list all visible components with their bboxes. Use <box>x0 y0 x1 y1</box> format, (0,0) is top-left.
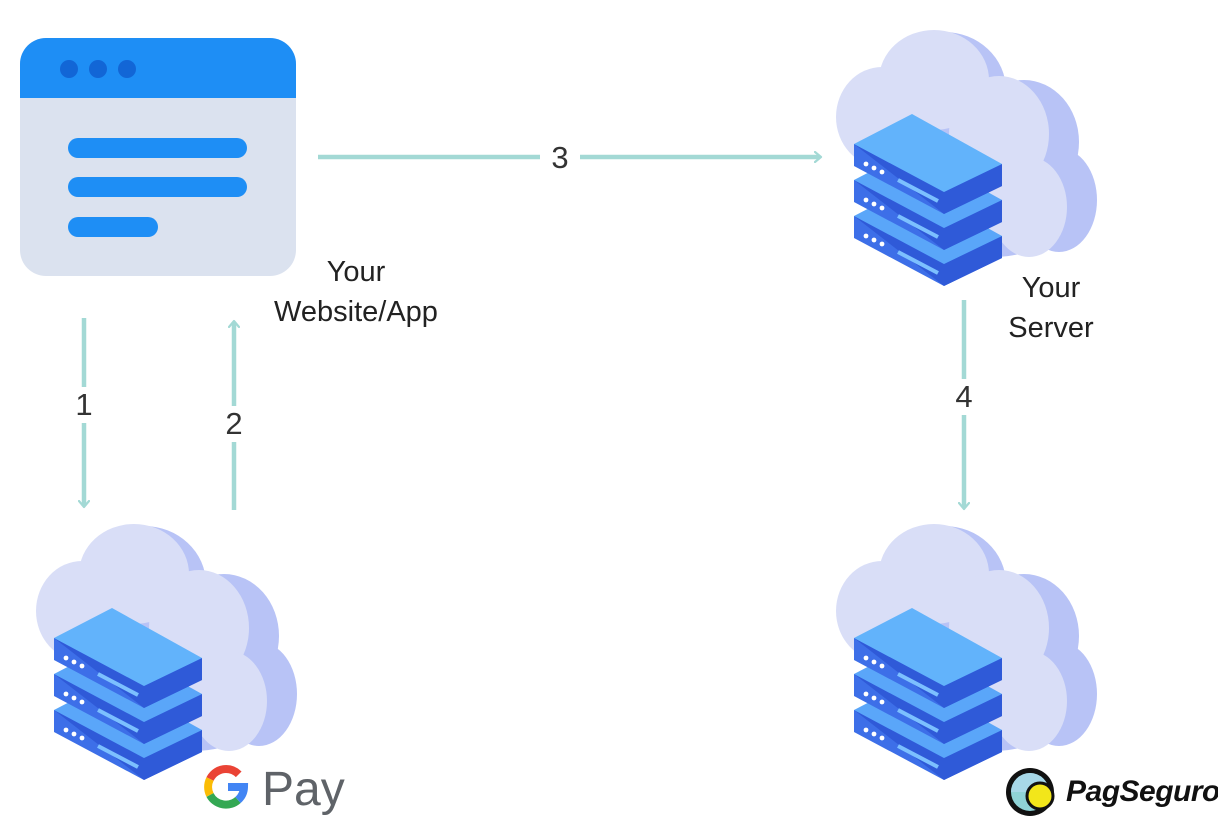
server-label-line2: Server <box>1008 312 1094 344</box>
pagseguro-logo-text: PagSeguro <box>1066 775 1218 808</box>
server-label: Your Server <box>990 268 1112 348</box>
website-label-line1: Your <box>326 256 386 288</box>
step-4-label: 4 <box>944 379 984 415</box>
google-g-icon <box>204 765 249 809</box>
pagseguro-logo-icon <box>1006 768 1055 816</box>
step-2-label: 2 <box>214 406 254 442</box>
google-pay-cloud-icon <box>36 524 297 780</box>
website-label-line2: Website/App <box>274 296 438 328</box>
step-1-label: 1 <box>64 387 104 423</box>
pagseguro-cloud-icon <box>836 524 1097 780</box>
website-label: Your Website/App <box>250 252 462 332</box>
your-server-cloud-icon <box>836 30 1097 286</box>
website-app-icon <box>20 38 296 276</box>
server-label-line1: Your <box>1021 272 1081 304</box>
google-pay-logo-text: Pay <box>262 763 345 816</box>
step-3-label: 3 <box>540 140 580 176</box>
